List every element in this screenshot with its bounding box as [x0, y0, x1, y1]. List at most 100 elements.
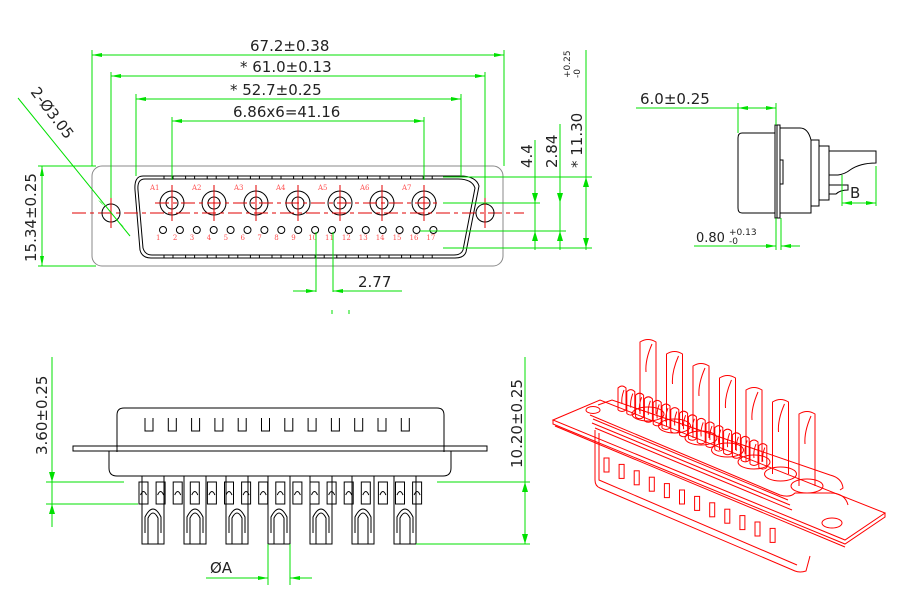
shell-slot — [214, 418, 224, 432]
signal-contact-label: 1 — [156, 234, 160, 242]
iso-signal-pin — [687, 414, 697, 441]
shell-notch — [379, 175, 390, 180]
iso-signal-pin — [758, 443, 768, 470]
signal-tail-cup — [276, 491, 284, 496]
power-tail-cup-outer — [270, 508, 288, 533]
shell-notch — [163, 175, 174, 180]
signal-contact-label: 14 — [376, 234, 385, 242]
flange-height-label: 15.34±0.25 — [22, 173, 40, 262]
shell-top — [116, 407, 445, 452]
shell-height-tol-upper: +0.25 — [563, 50, 573, 78]
dim-shell-width: * 52.7±0.25 — [135, 81, 462, 176]
shell-depth-label: 6.0±0.25 — [640, 90, 710, 108]
power-contact-label: A3 — [233, 184, 244, 192]
signal-pitch-label: 2.77 — [358, 273, 391, 291]
shell-body — [108, 451, 452, 477]
side-power-tail — [829, 150, 877, 176]
signal-tail-cup — [379, 491, 387, 496]
signal-tail — [395, 481, 405, 505]
iso-signal-pin — [661, 403, 671, 430]
signal-contact — [209, 226, 218, 234]
dim-overall-width: 67.2±0.38 — [91, 37, 505, 166]
iso-signal-pin — [731, 432, 741, 459]
iso-slot — [709, 502, 716, 518]
signal-tail — [292, 481, 303, 505]
signal-tail-cup — [208, 491, 216, 496]
iso-signal-pin-cut — [647, 400, 651, 415]
signal-contact-label: 4 — [207, 234, 212, 242]
signal-contact-label: 6 — [241, 234, 246, 242]
iso-signal-pin-cut — [621, 389, 625, 405]
shell-notch — [357, 254, 368, 259]
shell-slot — [261, 418, 270, 432]
power-contact-label: A6 — [359, 184, 370, 192]
shell-slot — [167, 418, 177, 432]
iso-power-collar — [631, 406, 665, 422]
signal-contact-label: 15 — [393, 234, 402, 242]
shell-notch — [401, 175, 412, 180]
mounting-spacing-label: * 61.0±0.13 — [240, 58, 332, 76]
signal-tail-cup — [259, 491, 267, 496]
isometric-view — [551, 339, 887, 573]
iso-signal-pin — [714, 425, 724, 452]
iso-power-pin — [639, 339, 657, 414]
iso-signal-pin — [749, 439, 759, 466]
flange-thickness-tol-lower: -0 — [729, 237, 738, 247]
dim-2-84-label: 2.84 — [543, 135, 561, 168]
iso-power-collar — [737, 454, 771, 470]
iso-power-collar — [711, 442, 744, 458]
side-view: 6.0±0.25 0.80 +0.13 -0 B — [636, 90, 877, 250]
iso-power-collar — [790, 478, 824, 494]
shell-outer — [134, 175, 480, 259]
bottom-tails — [138, 475, 423, 545]
side-shell-front — [737, 132, 776, 214]
signal-contact — [192, 226, 201, 234]
bottom-view: 3.60±0.25 10.20±0.25 ØA — [33, 357, 530, 585]
dim-4-4-label: 4.4 — [518, 144, 536, 168]
signal-contact-label: 5 — [224, 234, 228, 242]
signal-tail — [241, 481, 252, 505]
flange-thickness-tol-upper: +0.13 — [729, 228, 757, 238]
iso-signal-pin-cut — [682, 415, 687, 430]
signal-contact — [159, 226, 167, 234]
power-contact-label: A7 — [401, 184, 412, 192]
shell-notch — [379, 254, 390, 259]
shell-width-label: * 52.7±0.25 — [230, 81, 322, 99]
shell-slot — [377, 418, 387, 432]
iso-slots — [603, 457, 776, 543]
dim-power-pitch: 6.86x6=41.16 — [171, 103, 425, 180]
shell-height-label: * 11.30 — [568, 113, 586, 168]
shell-notch — [249, 254, 260, 259]
signal-contact — [294, 226, 303, 234]
iso-signal-pin — [705, 421, 715, 448]
signal-tail-cup — [225, 491, 233, 496]
flange-outline — [91, 165, 504, 267]
iso-power-pin-cut — [671, 355, 679, 385]
power-tail — [351, 475, 375, 545]
signal-contact-label: 16 — [410, 234, 419, 242]
bottom-slots — [144, 418, 410, 432]
signal-tail-cup — [191, 491, 199, 496]
signal-contact-label: 10 — [308, 234, 317, 242]
iso-slot — [663, 483, 670, 499]
power-tail — [225, 475, 249, 545]
signal-tail-cup — [293, 491, 301, 496]
shell-notch — [228, 254, 239, 259]
power-tail-cup-inner — [273, 512, 285, 544]
signal-contact-label: 8 — [274, 234, 278, 242]
signal-tail-cup — [242, 491, 250, 496]
shell-height-tol-lower: -0 — [573, 69, 583, 78]
signal-tail-cup — [396, 491, 404, 496]
signal-contact-label: 12 — [342, 234, 351, 242]
shell-notch — [357, 175, 368, 180]
iso-mounting-hole — [821, 517, 843, 529]
iso-signal-pin-cut — [709, 425, 713, 441]
iso-power-pin — [719, 375, 736, 450]
signal-tail — [412, 481, 423, 505]
shell-notch — [271, 175, 282, 180]
iso-power-pin-cut — [645, 343, 653, 373]
iso-signal-pin — [617, 385, 627, 412]
iso-shell-lower — [594, 430, 811, 573]
